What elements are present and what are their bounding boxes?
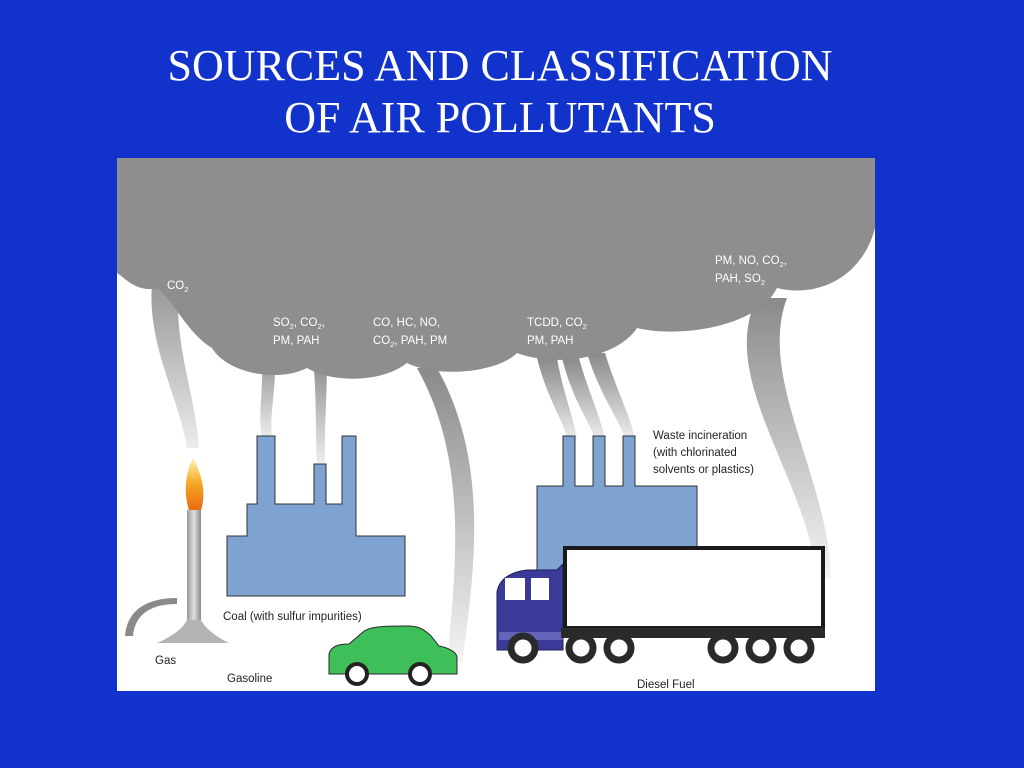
- truck-wheel-icon: [507, 632, 539, 664]
- truck-plume: [746, 298, 831, 578]
- gas-plume: [151, 258, 199, 448]
- coal-emissions-label-line1: SO2, CO2,: [273, 317, 325, 331]
- gas-emissions-label: CO2: [167, 280, 188, 294]
- truck-wheels: [507, 632, 815, 664]
- truck-window-icon: [505, 578, 525, 600]
- car-wheel-icon: [408, 662, 432, 686]
- slide-title: SOURCES AND CLASSIFICATION OF AIR POLLUT…: [0, 40, 1000, 144]
- truck-wheel-icon: [745, 632, 777, 664]
- truck-wheel-icon: [707, 632, 739, 664]
- incineration-emissions-label-line1: TCDD, CO2: [527, 317, 587, 331]
- gas-flame-icon: [185, 458, 204, 510]
- gasoline-emissions-label-line1: CO, HC, NO,: [373, 317, 440, 329]
- gasoline-label: Gasoline: [227, 673, 272, 685]
- truck-trailer-icon: [563, 546, 825, 630]
- title-line-2: OF AIR POLLUTANTS: [284, 93, 716, 142]
- waste-incineration-label-2: (with chlorinated: [653, 447, 737, 459]
- diesel-emissions-label-line1: PM, NO, CO2,: [715, 255, 787, 269]
- gas-burner: [125, 458, 229, 643]
- pollution-cloud: [117, 158, 875, 379]
- diesel-fuel-label: Diesel Fuel: [637, 679, 695, 691]
- gas-hose-icon: [125, 598, 177, 636]
- diesel-emissions-label-line2: PAH, SO2: [715, 273, 765, 287]
- gas-label: Gas: [155, 655, 176, 667]
- coal-label: Coal (with sulfur impurities): [223, 611, 362, 623]
- waste-incineration-label-3: solvents or plastics): [653, 464, 754, 476]
- coal-plume-right: [313, 358, 327, 463]
- source-labels: Gas Coal (with sulfur impurities) Gasoli…: [155, 430, 754, 691]
- car-icon: [328, 625, 458, 686]
- truck-wheel-icon: [783, 632, 815, 664]
- title-line-1: SOURCES AND CLASSIFICATION: [167, 41, 833, 90]
- truck-window-icon: [531, 578, 549, 600]
- car-wheel-icon: [345, 662, 369, 686]
- incinerator-plume-1: [537, 358, 577, 438]
- truck-icon: [496, 546, 825, 664]
- smoke-plumes: [151, 258, 831, 663]
- truck-wheel-icon: [565, 632, 597, 664]
- coal-emissions-label-line2: PM, PAH: [273, 335, 319, 347]
- incineration-emissions-label-line2: PM, PAH: [527, 335, 573, 347]
- car-plume: [417, 368, 475, 663]
- diagram-canvas: CO2 SO2, CO2, PM, PAH CO, HC, NO, CO2, P…: [117, 158, 875, 691]
- coal-factory-icon: [226, 435, 406, 597]
- gas-pipe-icon: [187, 510, 201, 622]
- gas-base-icon: [157, 620, 229, 643]
- gasoline-emissions-label-line2: CO2, PAH, PM: [373, 335, 447, 349]
- truck-wheel-icon: [603, 632, 635, 664]
- incinerator-icon: [536, 435, 698, 579]
- incinerator-plume-3: [587, 353, 635, 438]
- incinerator-plume-2: [562, 358, 605, 438]
- pollution-diagram: CO2 SO2, CO2, PM, PAH CO, HC, NO, CO2, P…: [117, 158, 875, 691]
- cloud-labels: CO2 SO2, CO2, PM, PAH CO, HC, NO, CO2, P…: [167, 255, 787, 349]
- waste-incineration-label-1: Waste incineration: [653, 430, 747, 442]
